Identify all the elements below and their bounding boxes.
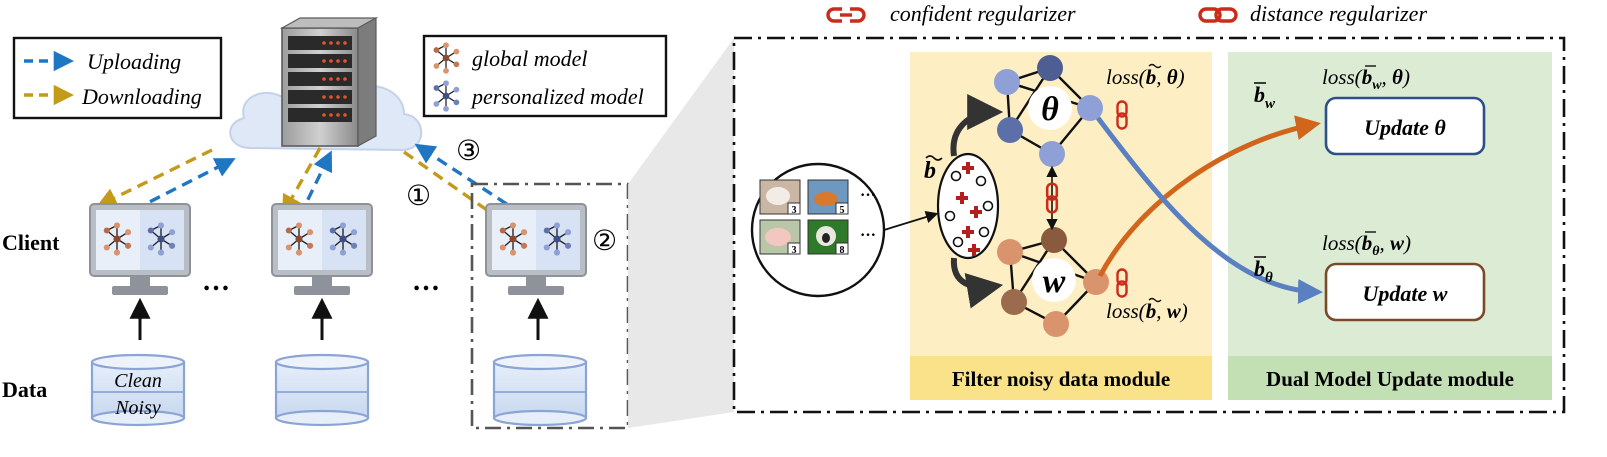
filter-module-title: Filter noisy data module [952, 367, 1170, 391]
loss-b-w-label: loss(b, w) [1106, 299, 1188, 323]
update-w-label: Update w [1363, 281, 1448, 306]
data-row-label: Data [2, 377, 47, 402]
client-2 [271, 203, 373, 427]
filter-module-footer [910, 356, 1212, 400]
sample-filter-ellipse [936, 152, 1000, 260]
w-to-update-theta-flow [1097, 115, 1321, 278]
global-model-label: global model [472, 46, 588, 71]
loss-b-theta-label: loss(b, θ) [1106, 65, 1185, 89]
noisy-sample-markers [956, 162, 982, 256]
batch-to-filter-arrow [883, 210, 939, 231]
to-theta-network-arrow [950, 94, 1004, 157]
distance-regularizer-icon [1198, 7, 1238, 23]
confident-regularizer-label: confident regularizer [890, 1, 1076, 26]
ellipsis-1: … [202, 266, 230, 297]
b-bar-theta-label: bθ [1254, 256, 1273, 286]
download-arrow-client1 [96, 148, 213, 207]
sample-label-2: 5 [840, 205, 845, 216]
loss-btheta-w-label: loss(bθ, w) [1322, 231, 1411, 259]
more-images-dots-2: ··· [860, 227, 876, 244]
ellipsis-2: … [412, 266, 440, 297]
dual-module-title: Dual Model Update module [1266, 367, 1514, 391]
client-3 [470, 182, 630, 430]
client-3-focus-frame [470, 182, 630, 430]
client-1: Clean Noisy [89, 203, 191, 427]
distance-regularizer-legend: distance regularizer [1198, 1, 1427, 26]
upload-arrow-client2 [298, 150, 333, 217]
clean-data-label: Clean [114, 370, 162, 392]
step-1-label: ① [406, 181, 431, 212]
update-theta-box [1324, 96, 1486, 156]
step-3-label: ③ [456, 136, 481, 167]
downloading-label: Downloading [81, 84, 202, 109]
download-arrow-client2 [281, 147, 322, 216]
loss-bw-theta-label: loss(bw, θ) [1322, 65, 1410, 93]
b-tilde-label: b [924, 158, 936, 184]
update-w-box [1324, 262, 1486, 322]
image-batch: 3 5 3 8 ··· ··· [750, 162, 886, 298]
server-icon [279, 16, 379, 148]
server-cloud [229, 16, 423, 152]
personalized-model-label: personalized model [470, 84, 644, 109]
to-w-network-arrow [950, 257, 1004, 309]
update-theta-label: Update θ [1364, 115, 1446, 140]
w-network: w [997, 227, 1109, 337]
distance-regularizer-label: distance regularizer [1250, 1, 1427, 26]
confident-regularizer-legend: confident regularizer [826, 1, 1076, 26]
theta-to-update-w-flow [1096, 116, 1323, 305]
client-1-database: Clean Noisy [90, 353, 186, 427]
zoom-wedge [628, 38, 734, 428]
b-bar-w-label: bw [1254, 82, 1276, 112]
dual-module-footer [1228, 356, 1552, 400]
noisy-data-label: Noisy [114, 397, 161, 419]
confident-regularizer-icon [826, 7, 866, 23]
client-3-database [492, 353, 588, 427]
model-legend: global model personalized model [422, 34, 668, 118]
client-2-database [274, 353, 370, 427]
sample-label-3: 3 [792, 245, 797, 256]
more-images-dots-1: ··· [860, 187, 876, 204]
step-2-label: ② [592, 226, 617, 257]
client-row-label: Client [2, 230, 60, 255]
theta-network: θ [994, 55, 1103, 167]
sample-label-1: 3 [792, 205, 797, 216]
transfer-legend: Uploading Downloading [12, 36, 223, 120]
w-symbol: w [1043, 263, 1066, 300]
tilde-mark [925, 155, 943, 161]
upload-arrow-client3 [414, 143, 523, 216]
download-arrow-client3 [403, 150, 508, 225]
uploading-label: Uploading [87, 49, 181, 74]
sample-label-4: 8 [840, 245, 845, 256]
theta-symbol: θ [1041, 91, 1059, 128]
